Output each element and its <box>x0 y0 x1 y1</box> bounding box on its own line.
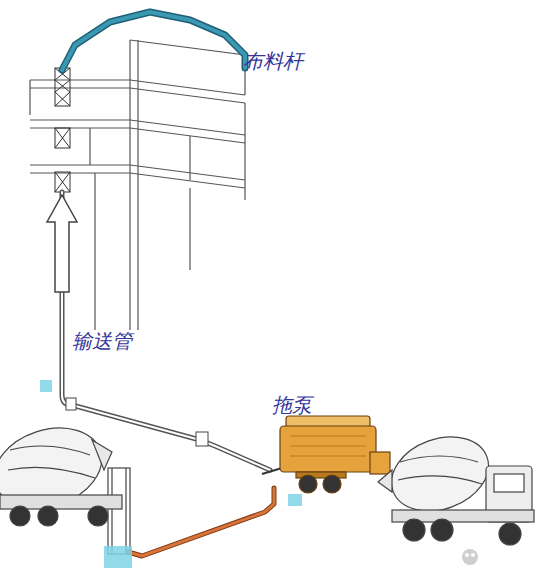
mast-lattice <box>55 128 70 148</box>
left-mixer-truck <box>92 440 112 470</box>
mast-lattice <box>55 172 70 192</box>
highlight-marker <box>104 546 132 568</box>
pipe-clamp <box>196 432 208 446</box>
right-mixer-truck <box>398 456 482 484</box>
mast-lattice <box>55 128 70 148</box>
trailer-pump <box>290 436 366 456</box>
hose-pipe <box>128 488 274 556</box>
building-outline <box>29 80 30 115</box>
delivery-pipe <box>62 192 270 470</box>
mast-lattice <box>55 68 70 106</box>
left-mixer-truck <box>8 446 95 478</box>
building-outline <box>94 173 95 330</box>
support-pillar <box>108 468 130 554</box>
mast-lattice <box>55 68 70 106</box>
left-mixer-truck <box>10 506 30 526</box>
part-label: 布料杆 <box>243 50 303 72</box>
mast-lattice <box>55 68 70 192</box>
trailer-pump <box>280 426 376 472</box>
building-outline <box>189 136 190 180</box>
right-mixer-truck <box>378 470 392 492</box>
placing-boom <box>62 12 245 70</box>
building-outline <box>89 128 90 165</box>
building-outline <box>30 128 245 143</box>
highlight-marker <box>288 494 302 506</box>
watermark-icon <box>462 549 478 565</box>
part-label: 输送管 <box>72 330 132 352</box>
building-outline <box>30 40 245 330</box>
placing-boom <box>62 12 245 70</box>
part-label: 拖泵 <box>272 394 312 416</box>
mast-lattice <box>55 172 70 192</box>
highlight-marker <box>40 380 52 392</box>
building-outline <box>129 40 130 330</box>
trailer-pump <box>262 416 390 493</box>
delivery-pipe <box>62 192 270 470</box>
watermark-icon <box>465 553 469 557</box>
right-mixer-truck <box>431 519 453 541</box>
placing-boom <box>62 12 245 70</box>
upward-arrow <box>47 195 77 292</box>
trailer-pump <box>323 475 341 493</box>
building-outline <box>244 103 245 200</box>
watermark-icon <box>471 553 475 557</box>
watermark-icon <box>462 549 478 565</box>
trailer-pump <box>370 452 390 474</box>
hose-pipe <box>128 488 274 556</box>
hose-pipe <box>128 488 274 556</box>
right-mixer-truck <box>499 523 521 545</box>
building-outline <box>30 173 245 188</box>
left-mixer-truck <box>88 506 108 526</box>
building-outline <box>137 40 138 330</box>
left-mixer-truck <box>0 415 122 526</box>
trailer-pump <box>262 468 282 474</box>
right-mixer-truck <box>378 424 534 545</box>
pipe-clamp <box>66 398 76 410</box>
mast-lattice <box>55 68 70 106</box>
right-mixer-truck <box>381 424 499 524</box>
left-mixer-truck <box>38 506 58 526</box>
support-pillar <box>112 468 126 554</box>
delivery-pipe <box>62 192 270 470</box>
right-mixer-truck <box>494 474 524 492</box>
building-outline <box>189 188 190 270</box>
trailer-pump <box>299 475 317 493</box>
right-mixer-truck <box>403 519 425 541</box>
building-outline <box>130 40 245 95</box>
highlight-marker <box>40 380 302 568</box>
support-pillar <box>108 468 130 554</box>
